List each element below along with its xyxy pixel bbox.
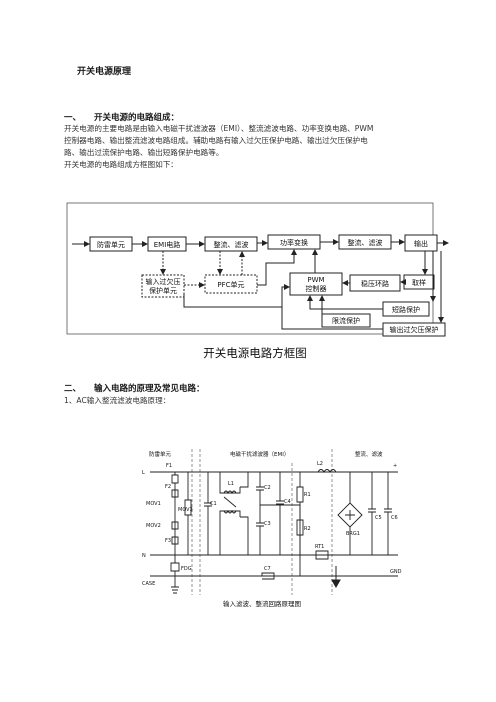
schematic-label-C4: C4 [284, 499, 291, 505]
label-pfc: PFC单元 [217, 280, 244, 289]
schematic-label-GND: GND [390, 569, 402, 575]
schematic-label-L2: L2 [317, 461, 323, 467]
label-short: 短路保护 [392, 305, 420, 314]
schematic-section-anti-surge: 防雷单元 [149, 450, 172, 458]
schematic-label-R1: R1 [304, 492, 311, 498]
para-line: 路、输出过流保护电路、输出短路保护电路等。 [64, 148, 224, 157]
section-1-body: 开关电源的主要电路是由输入电磁干扰滤波器（EMI）、整流滤波电路、功率变换电路、… [64, 123, 444, 171]
block-in-protect [141, 274, 185, 298]
schematic-label-BRG1: BRG1 [346, 531, 360, 537]
label-current-limit: 限流保护 [332, 316, 360, 325]
schematic-label-L1: L1 [228, 481, 234, 487]
label-sample: 取样 [412, 278, 426, 287]
schematic-label-F1: F1 [166, 463, 172, 469]
schematic-section-emi: 电磁干扰滤波器（EMI） [230, 450, 289, 458]
block-diagram-caption: 开关电源电路方框图 [203, 346, 307, 360]
section-2-number: 二、 [64, 384, 82, 394]
para-line: 开关电源的主要电路是由输入电磁干扰滤波器（EMI）、整流滤波电路、功率变换电路、… [64, 124, 374, 133]
schematic-label-L: L [142, 470, 145, 476]
para-line: 开关电源的电路组成方框图如下： [64, 160, 178, 169]
schematic-label-C7: C7 [264, 566, 271, 572]
doc-title: 开关电源原理 [77, 67, 132, 77]
label-pwm-1: PWM [307, 276, 324, 284]
schematic-label-plus: + [393, 463, 397, 469]
label-anti-surge: 防雷单元 [97, 240, 125, 249]
label-rect1: 整流、滤波 [214, 240, 249, 249]
label-stab: 稳压环路 [361, 279, 389, 288]
block-current-limit [321, 313, 371, 328]
para-line: 控制器电路、输出整流滤波电路组成。辅助电路有输入过欠压保护电路、输出过欠压保护电 [64, 136, 368, 145]
schematic-label-N: N [142, 553, 146, 559]
schematic-label-RT1: RT1 [315, 544, 324, 550]
label-pwm-2: 控制器 [306, 284, 327, 293]
label-power-conv: 功率变换 [280, 238, 308, 247]
schematic-label-C5: C5 [375, 515, 382, 521]
schematic-label-MOV1: MOV1 [146, 501, 161, 507]
schematic-label-R2: R2 [304, 526, 311, 532]
section-1-number: 一、 [64, 113, 82, 123]
schematic-label-FDG: FDG [181, 566, 192, 572]
schematic-section-rect: 整流、滤波 [355, 450, 383, 458]
block-diagram: 防雷单元 EMI电路 整流、滤波 功率变换 整流、滤波 输出 输入过欠压 保护单… [66, 202, 449, 360]
schematic-caption: 输入滤波、整流回路原理图 [223, 599, 301, 608]
label-in-protect-1: 输入过欠压 [146, 277, 181, 286]
section-2-heading: 二、 输入电路的原理及常见电路： [64, 382, 205, 394]
block-pfc [204, 274, 258, 294]
section-1-heading: 一、 开关电源的电路组成： [64, 111, 179, 123]
schematic-label-F2: F2 [165, 484, 171, 490]
schematic: 防雷单元 电磁干扰滤波器（EMI） 整流、滤波 [142, 449, 402, 608]
schematic-label-C2: C2 [264, 485, 271, 491]
diagram-frame [66, 202, 434, 335]
label-out-protect: 输出过欠压保护 [390, 325, 439, 334]
schematic-label-MOV3: MOV3 [178, 507, 193, 513]
schematic-label-CASE: CASE [142, 581, 155, 587]
label-output: 输出 [414, 239, 428, 248]
section-2-subheading: 1、AC输入整流滤波电路原理： [64, 396, 171, 405]
block-rect1 [204, 236, 258, 252]
schematic-label-MOV2: MOV2 [146, 523, 161, 529]
schematic-label-C3: C3 [264, 521, 271, 527]
label-in-protect-2: 保护单元 [149, 286, 177, 295]
label-rect2: 整流、滤波 [348, 238, 383, 247]
schematic-label-F3: F3 [165, 538, 171, 544]
label-emi: EMI电路 [154, 240, 181, 249]
schematic-label-C6: C6 [391, 515, 398, 521]
schematic-label-C1: C1 [210, 501, 217, 507]
section-2-title: 输入电路的原理及常见电路： [93, 384, 205, 394]
section-1-title: 开关电源的电路组成： [93, 113, 179, 123]
